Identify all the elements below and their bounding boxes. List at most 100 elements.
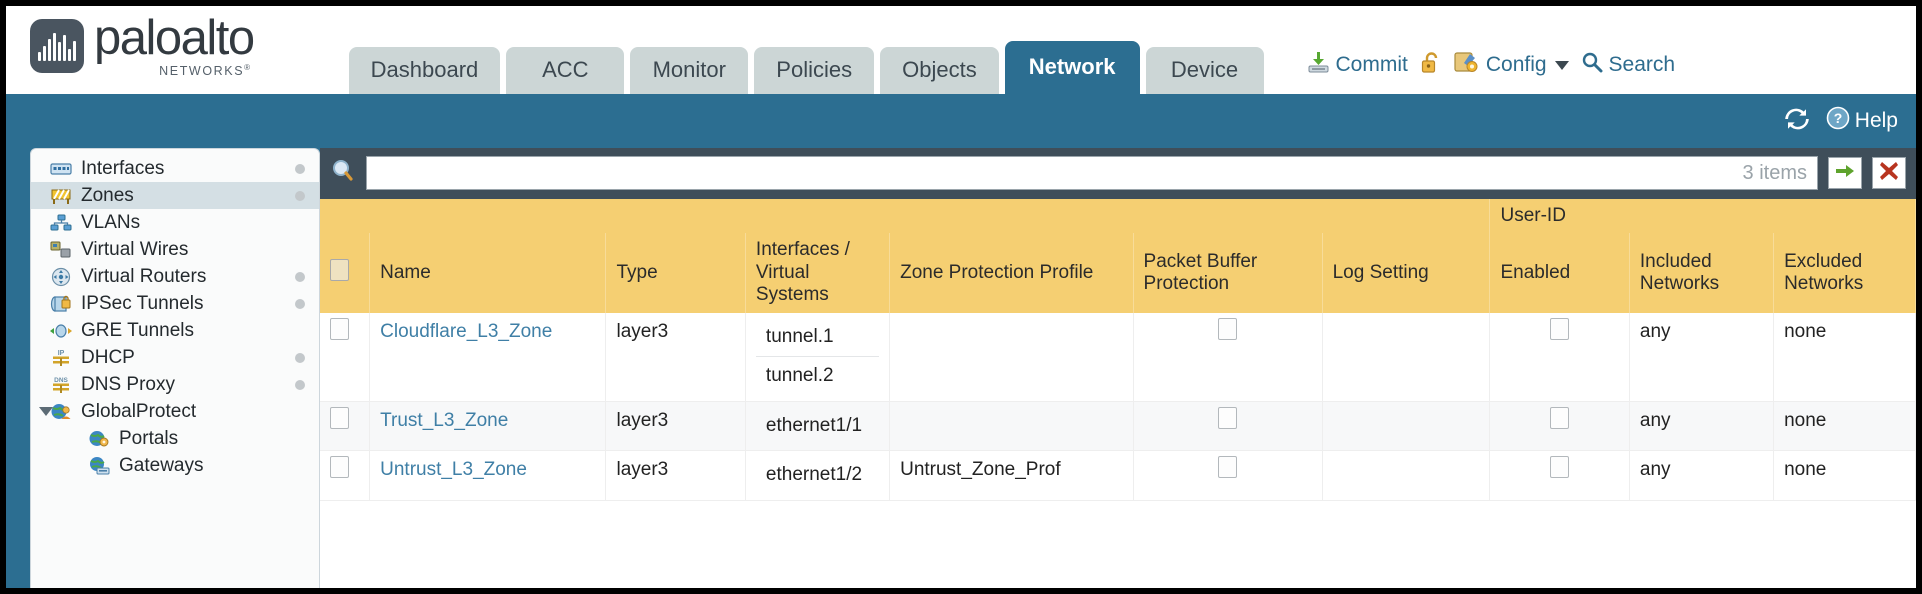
status-dot	[295, 298, 305, 309]
tab-dashboard[interactable]: Dashboard	[348, 47, 501, 94]
zone-name-link[interactable]: Untrust_L3_Zone	[380, 459, 527, 481]
column-header-packet-buffer-protection[interactable]: Packet Buffer Protection	[1133, 233, 1323, 313]
sidebar-item-ipsec-tunnels[interactable]: IPSec Tunnels	[31, 290, 319, 317]
sidebar-item-interfaces[interactable]: Interfaces	[31, 155, 319, 182]
table-row[interactable]: Trust_L3_Zone layer3 ethernet1/1	[320, 401, 1916, 452]
sidebar: Interfaces Zones VLANs	[30, 148, 320, 588]
select-all-checkbox[interactable]	[330, 258, 349, 281]
table-header-row: Name Type Interfaces / Virtual Systems Z…	[320, 233, 1916, 313]
zones-table: User-ID Name Type Interfaces / Virtual S…	[320, 199, 1916, 501]
column-header-log-setting[interactable]: Log Setting	[1322, 233, 1491, 313]
cell-name: Cloudflare_L3_Zone	[369, 312, 607, 402]
config-label: Config	[1485, 53, 1547, 76]
group-header-userid: User-ID	[1489, 199, 1916, 234]
content-panel: 3 items	[320, 148, 1916, 588]
table-row[interactable]: Cloudflare_L3_Zone layer3 tunnel.1 tunne…	[320, 312, 1916, 402]
top-actions: Commit Config	[1306, 50, 1917, 94]
userid-enabled-checkbox[interactable]	[1550, 456, 1570, 479]
column-header-name[interactable]: Name	[369, 233, 607, 313]
refresh-icon[interactable]	[1784, 107, 1810, 136]
column-header-interfaces[interactable]: Interfaces / Virtual Systems	[745, 233, 891, 313]
commit-save-icon	[1306, 50, 1330, 80]
sidebar-nav: Interfaces Zones VLANs	[31, 155, 319, 479]
interface-item: tunnel.1	[755, 318, 880, 358]
search-magnifier-icon	[1581, 51, 1603, 79]
sidebar-item-globalprotect[interactable]: GlobalProtect	[31, 398, 319, 425]
tab-policies[interactable]: Policies	[754, 47, 875, 94]
packet-buffer-protection-checkbox[interactable]	[1218, 456, 1238, 479]
userid-enabled-checkbox[interactable]	[1550, 317, 1570, 340]
userid-enabled-checkbox[interactable]	[1550, 406, 1570, 429]
page-body: Interfaces Zones VLANs	[6, 148, 1916, 588]
help-question-icon: ?	[1826, 106, 1850, 136]
cell-interfaces: tunnel.1 tunnel.2	[745, 312, 891, 402]
sidebar-item-gateways[interactable]: Gateways	[31, 452, 319, 479]
status-dot	[295, 379, 305, 390]
zone-name-link[interactable]: Cloudflare_L3_Zone	[380, 320, 553, 342]
table-group-header-row: User-ID	[320, 199, 1916, 234]
help-label: Help	[1854, 109, 1898, 132]
sidebar-item-portals[interactable]: Portals	[31, 425, 319, 452]
search-button[interactable]: Search	[1581, 51, 1675, 79]
zone-name-link[interactable]: Trust_L3_Zone	[380, 409, 509, 431]
cell-log-setting	[1322, 450, 1491, 501]
sidebar-item-virtual-wires[interactable]: Virtual Wires	[31, 236, 319, 263]
column-header-enabled[interactable]: Enabled	[1489, 233, 1630, 313]
sidebar-item-label: Interfaces	[81, 157, 165, 179]
tab-monitor[interactable]: Monitor	[630, 47, 749, 94]
sidebar-item-zones[interactable]: Zones	[31, 182, 319, 209]
tab-acc[interactable]: ACC	[506, 47, 625, 94]
row-checkbox[interactable]	[330, 317, 349, 340]
sidebar-item-label: Virtual Wires	[81, 238, 189, 260]
config-wrench-icon	[1454, 50, 1480, 80]
row-checkbox[interactable]	[330, 456, 349, 479]
sidebar-item-dhcp[interactable]: IP DHCP	[31, 344, 319, 371]
tab-device[interactable]: Device	[1145, 47, 1264, 94]
sidebar-item-label: GRE Tunnels	[81, 319, 194, 341]
expand-triangle-icon[interactable]	[39, 407, 53, 416]
sidebar-item-label: IPSec Tunnels	[81, 292, 204, 314]
globalprotect-icon	[49, 402, 73, 422]
tab-objects[interactable]: Objects	[880, 47, 999, 94]
help-button[interactable]: ? Help	[1826, 106, 1898, 136]
interface-item: ethernet1/2	[765, 464, 863, 486]
column-header-included-networks[interactable]: Included Networks	[1629, 233, 1775, 313]
filter-input[interactable]	[377, 161, 1731, 185]
zones-icon	[49, 186, 73, 206]
cell-packet-buffer-protection	[1133, 401, 1323, 452]
sidebar-item-virtual-routers[interactable]: Virtual Routers	[31, 263, 319, 290]
cell-included-networks: any	[1629, 401, 1775, 452]
config-menu[interactable]: Config	[1454, 50, 1569, 80]
tab-network[interactable]: Network	[1004, 41, 1140, 94]
svg-text:?: ?	[1834, 110, 1843, 126]
status-dot	[295, 190, 305, 201]
sidebar-item-vlans[interactable]: VLANs	[31, 209, 319, 236]
unlock-icon[interactable]	[1420, 51, 1442, 80]
column-header-excluded-networks[interactable]: Excluded Networks	[1773, 233, 1916, 313]
packet-buffer-protection-checkbox[interactable]	[1218, 317, 1238, 340]
packet-buffer-protection-checkbox[interactable]	[1218, 406, 1238, 429]
dhcp-icon: IP	[49, 348, 73, 368]
sidebar-item-gre-tunnels[interactable]: GRE Tunnels	[31, 317, 319, 344]
row-checkbox[interactable]	[330, 406, 349, 429]
sidebar-item-dns-proxy[interactable]: DNS DNS Proxy	[31, 371, 319, 398]
cell-userid-enabled	[1489, 450, 1630, 501]
filter-search-icon[interactable]	[330, 158, 356, 189]
row-select-cell	[320, 450, 371, 501]
cell-userid-enabled	[1489, 312, 1630, 402]
commit-button[interactable]: Commit	[1306, 50, 1408, 80]
main-tabs: Dashboard ACC Monitor Policies Objects N…	[348, 41, 1264, 94]
column-header-zone-protection-profile[interactable]: Zone Protection Profile	[889, 233, 1134, 313]
sub-toolbar: ? Help	[6, 94, 1916, 148]
clear-filter-button[interactable]	[1872, 157, 1906, 189]
cell-zone-protection-profile: Untrust_Zone_Prof	[889, 450, 1134, 501]
table-row[interactable]: Untrust_L3_Zone layer3 ethernet1/2 Untru…	[320, 450, 1916, 501]
column-header-type[interactable]: Type	[605, 233, 746, 313]
cell-type: layer3	[605, 401, 746, 452]
filter-input-wrap[interactable]: 3 items	[366, 156, 1818, 190]
status-dot	[295, 352, 305, 363]
interface-item: tunnel.2	[765, 365, 834, 387]
sidebar-item-label: DHCP	[81, 346, 135, 368]
apply-filter-button[interactable]	[1828, 157, 1862, 189]
cell-log-setting	[1322, 401, 1491, 452]
